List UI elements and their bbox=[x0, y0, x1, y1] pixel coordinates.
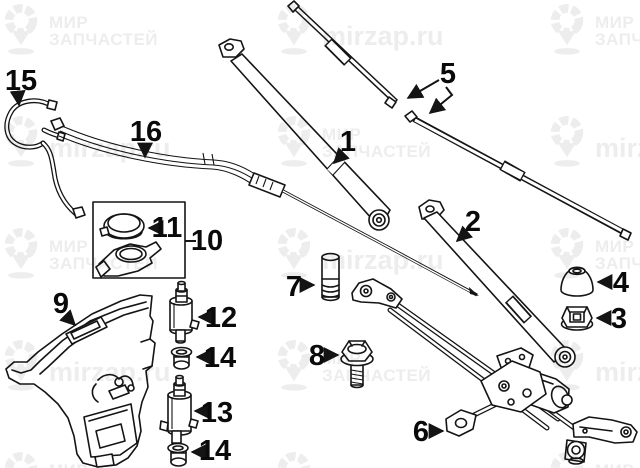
callout-3: 3 bbox=[595, 303, 627, 335]
washer-pump-front bbox=[169, 280, 200, 344]
callout-2-label: 2 bbox=[465, 206, 481, 238]
flange-nut bbox=[560, 306, 594, 331]
callout-11: 11 bbox=[147, 212, 183, 244]
callout-6-label: 6 bbox=[413, 416, 429, 448]
callout-16: 16 bbox=[130, 116, 162, 159]
callout-14b: 14 bbox=[190, 435, 231, 467]
callout-2: 2 bbox=[455, 206, 481, 243]
callout-5-label: 5 bbox=[440, 58, 456, 90]
callout-14a: 14 bbox=[195, 342, 236, 374]
washer-hose bbox=[4, 98, 86, 219]
callout-5: 5 bbox=[406, 58, 456, 115]
callout-6: 6 bbox=[413, 416, 445, 448]
callout-8: 8 bbox=[309, 340, 340, 372]
washer-tubing bbox=[50, 117, 479, 297]
callout-7: 7 bbox=[286, 271, 316, 303]
callout-10: 10 bbox=[185, 225, 223, 257]
washer-reservoir bbox=[5, 294, 156, 468]
callout-14b-label: 14 bbox=[199, 435, 231, 467]
callout-11-label: 11 bbox=[152, 212, 183, 244]
callout-15: 15 bbox=[5, 65, 37, 107]
filler-neck bbox=[95, 241, 162, 278]
callout-1-label: 1 bbox=[340, 126, 356, 158]
wiper-blade-b bbox=[404, 110, 632, 241]
callout-13: 13 bbox=[193, 397, 233, 429]
callout-9-label: 9 bbox=[53, 288, 69, 320]
pump-grommet-upper bbox=[170, 346, 193, 370]
filler-neck-box bbox=[92, 201, 186, 279]
callout-9: 9 bbox=[53, 288, 77, 327]
callout-1: 1 bbox=[332, 126, 356, 165]
callout-12-label: 12 bbox=[205, 302, 237, 334]
callouts: 15 16 11 10 9 12 14 13 14 7 8 1 bbox=[5, 58, 629, 467]
callout-4: 4 bbox=[596, 267, 629, 299]
callout-13-label: 13 bbox=[201, 397, 233, 429]
wiper-linkage-motor bbox=[351, 278, 638, 465]
spindle-cover bbox=[321, 252, 340, 302]
callout-10-label: 10 bbox=[191, 225, 223, 257]
hex-bolt bbox=[340, 340, 374, 389]
callout-15-label: 15 bbox=[5, 65, 37, 97]
callout-8-label: 8 bbox=[309, 340, 325, 372]
callout-14a-label: 14 bbox=[204, 342, 236, 374]
callout-12: 12 bbox=[197, 302, 237, 334]
wiper-blade-a bbox=[287, 0, 399, 109]
callout-7-label: 7 bbox=[286, 271, 302, 303]
pump-grommet-lower bbox=[167, 442, 189, 467]
reservoir-cap bbox=[99, 213, 145, 240]
washer-pump-rear bbox=[159, 374, 199, 446]
callout-4-label: 4 bbox=[613, 267, 629, 299]
callout-3-label: 3 bbox=[611, 303, 627, 335]
wiper-arm-b bbox=[418, 199, 576, 368]
callout-16-label: 16 bbox=[130, 116, 162, 148]
pivot-cap bbox=[560, 266, 594, 297]
